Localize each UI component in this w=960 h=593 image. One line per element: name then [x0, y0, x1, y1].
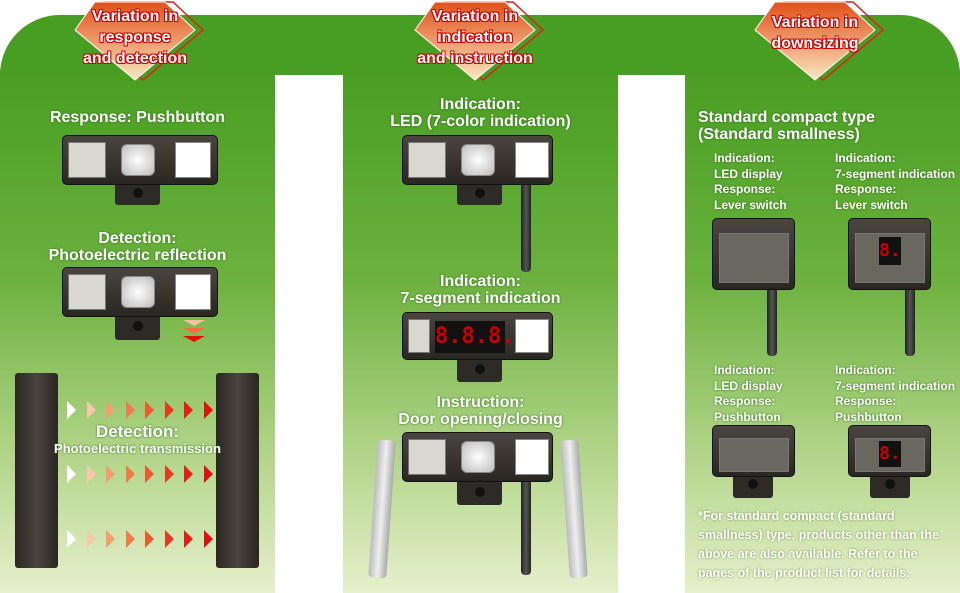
beam-arrow [164, 465, 174, 483]
label-standard-compact: Standard compact type(Standard smallness… [698, 109, 875, 143]
label-line: LED display [714, 166, 783, 181]
beam-arrow [184, 530, 193, 548]
beam-arrow [106, 401, 115, 419]
label-line: Detection: [98, 230, 177, 247]
beam-arrow [67, 530, 76, 548]
beam-arrow [86, 465, 96, 483]
beam-arrow [145, 465, 154, 483]
lever-switch-cable [521, 175, 531, 272]
label-line: Pushbutton [835, 409, 902, 424]
transmitter-bar [15, 373, 58, 568]
beam-arrow [86, 530, 96, 548]
beam-arrow [125, 465, 135, 483]
badge-indication-instruction: Variation in indication and instruction [400, 0, 550, 82]
mount-bracket [457, 478, 502, 505]
seven-segment-display: 8.8.8. [435, 321, 514, 353]
device-pushbutton [62, 135, 218, 185]
device-door [402, 432, 553, 482]
beam-arrow [164, 530, 174, 548]
badge-text: Variation in indication and instruction [417, 8, 533, 67]
beam-arrow [145, 530, 154, 548]
beam-arrow [106, 530, 115, 548]
badge-response-detection: Variation in response and detection [60, 0, 210, 82]
beam-arrow [125, 401, 135, 419]
beam-arrow [184, 401, 193, 419]
label-line: (Standard smallness) [698, 126, 860, 143]
label-line: Lever switch [835, 197, 908, 212]
label-line: 7-segment indication [835, 378, 956, 393]
label-line: Indication: [440, 96, 521, 113]
label-line: Photoelectric transmission [54, 441, 221, 456]
label-line: Photoelectric reflection [48, 247, 227, 264]
label-line: Response: [835, 394, 897, 408]
label-door-opening: Instruction:Door opening/closing [343, 394, 618, 428]
beam-arrow [203, 465, 213, 483]
label-line: 7-segment indication [835, 166, 956, 181]
label-line: Response: [835, 182, 897, 196]
seven-segment-display: 8. [879, 441, 901, 467]
label-detection-reflection: Detection:Photoelectric reflection [0, 230, 275, 264]
badge-downsizing: Variation in downsizing [740, 0, 890, 82]
label-line: LED (7-color indication) [390, 113, 571, 130]
device-led [402, 135, 553, 185]
label-line: LED display [714, 378, 783, 393]
compact-device-7seg-pushbutton: 8. [848, 425, 931, 477]
badge-text: Variation in downsizing [771, 14, 859, 52]
label-line: Response: [714, 182, 776, 196]
label-line: Indication: [714, 151, 775, 165]
receiver-bar [216, 373, 259, 568]
label-line: Door opening/closing [398, 411, 563, 428]
device-reflection [62, 267, 218, 317]
beam-arrow [125, 530, 135, 548]
lever-switch-cable [767, 280, 777, 356]
compact-device-7seg: 8. [848, 218, 931, 290]
device-7segment: 8.8.8. [402, 312, 553, 360]
label-line: Lever switch [714, 197, 787, 212]
label-line: Detection: [95, 422, 180, 441]
beam-arrow [67, 401, 76, 419]
beam-arrow [86, 401, 96, 419]
label-line: Standard compact type [698, 109, 875, 126]
beam-arrow [145, 401, 154, 419]
label-detection-transmission: Detection:Photoelectric transmission [40, 423, 235, 457]
badge-text: Variation in response and detection [82, 8, 187, 67]
seven-segment-display: 8. [879, 237, 901, 265]
footnote: *For standard compact (standard smallnes… [698, 509, 940, 580]
label-line: Indication: [835, 151, 896, 165]
label-line: 7-segment indication [400, 290, 561, 307]
beam-arrow [184, 465, 193, 483]
beam-arrow [164, 401, 174, 419]
beam-arrow [106, 465, 115, 483]
label-line: Instruction: [436, 394, 525, 411]
beam-arrow [203, 530, 213, 548]
beam-arrow [67, 465, 76, 483]
beam-arrow [203, 401, 213, 419]
label-led-indication: Indication:LED (7-color indication) [343, 96, 618, 130]
lever-switch-cable [521, 475, 531, 575]
lever-switch-cable [905, 280, 915, 356]
label-line: Indication: [440, 273, 521, 290]
label-line: Indication: [714, 363, 775, 377]
label-line: Response: [714, 394, 776, 408]
label-line: Indication: [835, 363, 896, 377]
compact-device-led [712, 218, 795, 290]
label-line: Pushbutton [714, 409, 781, 424]
label-7segment-indication: Indication:7-segment indication [343, 273, 618, 307]
compact-device-led-pushbutton [712, 425, 795, 477]
label-response-pushbutton: Response: Pushbutton [49, 109, 226, 126]
